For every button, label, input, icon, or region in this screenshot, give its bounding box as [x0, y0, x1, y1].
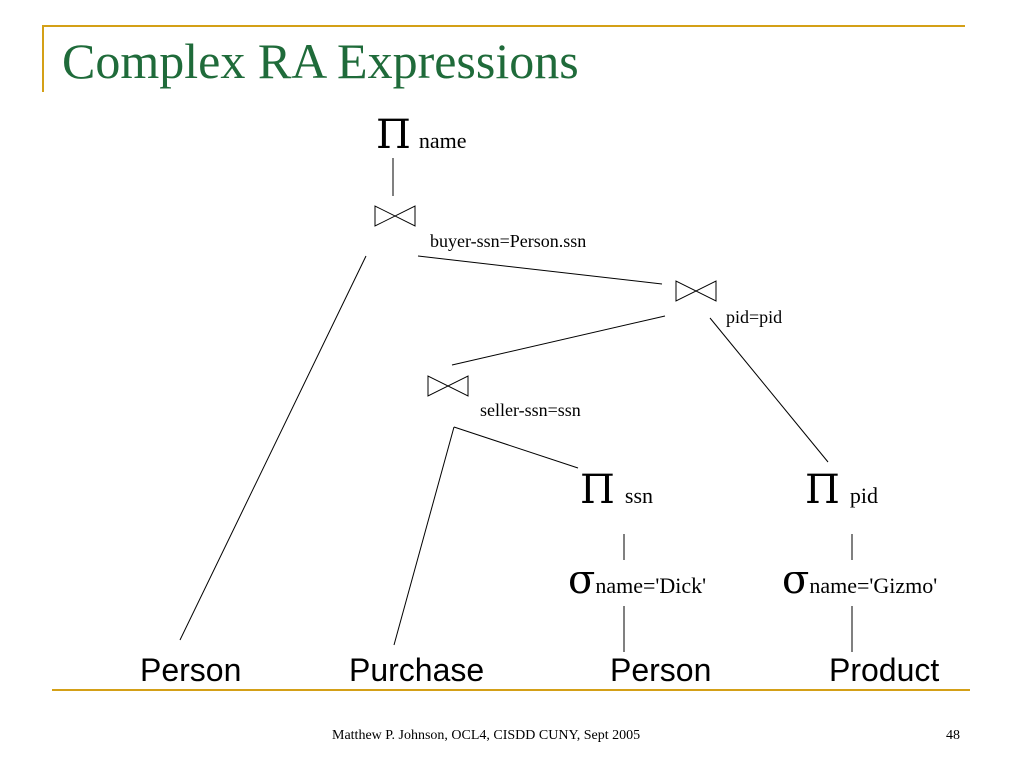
- leaf-person: Person: [140, 652, 242, 688]
- slide-title: Complex RA Expressions: [62, 33, 579, 89]
- pi-symbol: Π: [805, 467, 840, 513]
- edge-join-low-to-proj-ssn: [453, 426, 579, 469]
- edge-join-mid-to-proj-pid: [709, 317, 829, 463]
- join-top-symbol: [374, 205, 416, 227]
- edge-join-low-to-purchase: [393, 426, 455, 646]
- join-mid-symbol: [675, 280, 717, 302]
- root-projection-attr: name: [418, 128, 467, 153]
- selection-gizmo: σname='Gizmo': [782, 560, 937, 600]
- sigma-symbol: σ: [568, 557, 596, 603]
- join-mid-condition: pid=pid: [726, 307, 783, 327]
- leaf-product: Product: [829, 652, 940, 688]
- leaf-person-2: Person: [610, 652, 712, 688]
- sigma-symbol: σ: [782, 557, 810, 603]
- projection-pid: Π pid: [805, 470, 878, 510]
- slide-footer: Matthew P. Johnson, OCL4, CISDD CUNY, Se…: [332, 728, 641, 743]
- join-low-condition: seller-ssn=ssn: [480, 400, 581, 420]
- edge-join-top-to-join-mid: [417, 255, 663, 285]
- edge-join-mid-to-join-low: [451, 315, 666, 366]
- selection-dick-condition: name='Dick': [595, 573, 707, 598]
- selection-dick: σname='Dick': [568, 560, 706, 600]
- projection-pid-attr: pid: [849, 483, 879, 508]
- leaf-purchase: Purchase: [349, 652, 485, 688]
- edge-join-top-to-person: [179, 255, 367, 641]
- selection-gizmo-condition: name='Gizmo': [809, 573, 938, 598]
- page-number: 48: [946, 728, 960, 743]
- projection-ssn: Π ssn: [580, 470, 653, 510]
- join-low-symbol: [427, 375, 469, 397]
- pi-symbol: Π: [376, 112, 411, 158]
- pi-symbol: Π: [580, 467, 615, 513]
- root-projection: Π name: [376, 115, 467, 155]
- join-top-condition: buyer-ssn=Person.ssn: [430, 231, 587, 251]
- projection-ssn-attr: ssn: [624, 483, 654, 508]
